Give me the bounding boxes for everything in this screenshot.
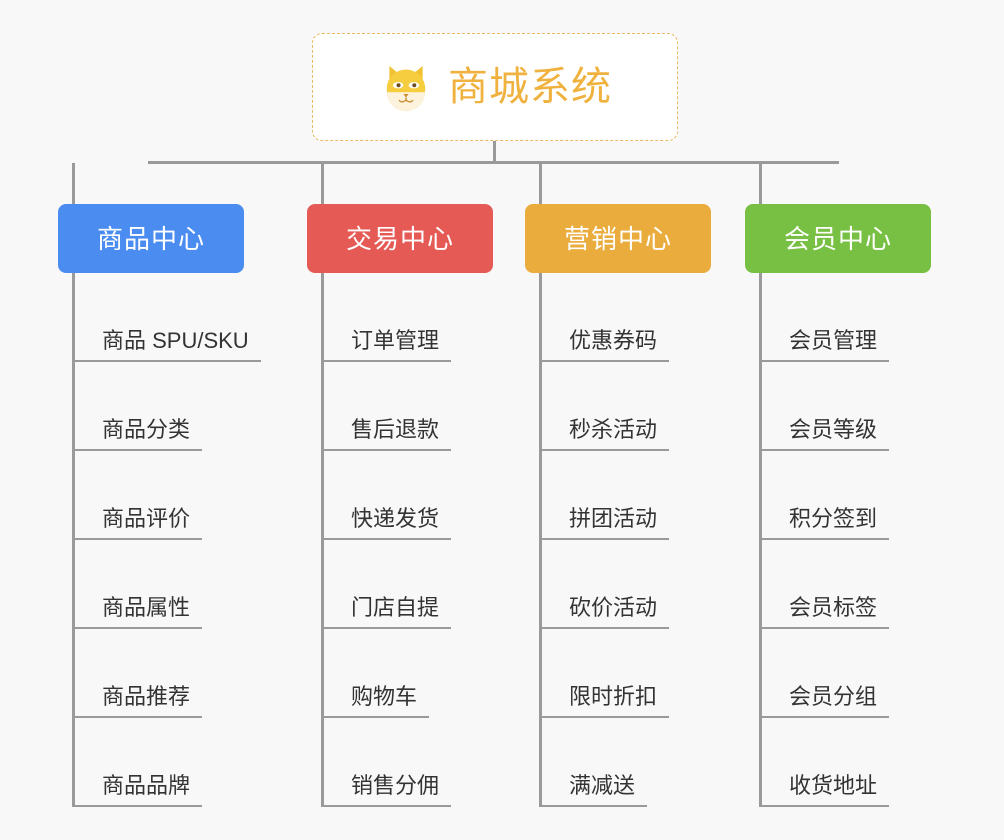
- category-label-2: 交易中心: [345, 223, 454, 254]
- leaf-underline: [539, 627, 669, 629]
- category-label-3: 营销中心: [563, 223, 672, 254]
- leaf-label: 销售分佣: [351, 773, 440, 798]
- leaf-label: 商品属性: [102, 595, 191, 620]
- leaf-label: 优惠券码: [569, 328, 658, 353]
- leaf-underline: [759, 538, 889, 540]
- leaf-label: 商品评价: [102, 506, 191, 531]
- leaf-underline: [321, 538, 451, 540]
- connector-drop-4: [759, 163, 762, 205]
- connector-spine-1: [72, 273, 75, 807]
- leaf-underline: [321, 360, 451, 362]
- leaf-label: 会员分组: [789, 684, 878, 709]
- leaf-label: 门店自提: [351, 595, 440, 620]
- leaf-label: 砍价活动: [569, 595, 658, 620]
- leaf-label: 商品推荐: [102, 684, 191, 709]
- connector-root-stem: [493, 141, 496, 163]
- leaf-underline: [321, 449, 451, 451]
- category-box-4[interactable]: 会员中心: [745, 204, 931, 273]
- connector-horizontal-bus: [148, 161, 839, 164]
- leaf-label: 商品 SPU/SKU: [102, 328, 249, 353]
- connector-drop-1: [72, 163, 75, 205]
- leaf-underline: [72, 538, 202, 540]
- leaf-underline: [759, 449, 889, 451]
- category-label-4: 会员中心: [783, 223, 892, 254]
- leaf-underline: [72, 627, 202, 629]
- leaf-underline: [759, 716, 889, 718]
- leaf-label: 会员标签: [789, 595, 878, 620]
- leaf-underline: [539, 449, 669, 451]
- leaf-label: 售后退款: [351, 417, 440, 442]
- leaf-underline: [539, 805, 647, 807]
- category-box-1[interactable]: 商品中心: [58, 204, 244, 273]
- leaf-label: 限时折扣: [569, 684, 658, 709]
- connector-drop-2: [321, 163, 324, 205]
- leaf-label: 积分签到: [789, 506, 878, 531]
- leaf-underline: [321, 716, 429, 718]
- leaf-label: 购物车: [351, 684, 418, 709]
- leaf-label: 商品品牌: [102, 773, 191, 798]
- category-box-2[interactable]: 交易中心: [307, 204, 493, 273]
- leaf-label: 快递发货: [351, 506, 440, 531]
- leaf-underline: [72, 716, 202, 718]
- connector-spine-4: [759, 273, 762, 807]
- connector-spine-2: [321, 273, 324, 807]
- category-box-3[interactable]: 营销中心: [525, 204, 711, 273]
- leaf-label: 会员等级: [789, 417, 878, 442]
- leaf-underline: [539, 716, 669, 718]
- root-node[interactable]: 商城系统: [312, 33, 678, 141]
- connector-drop-3: [539, 163, 542, 205]
- category-label-1: 商品中心: [96, 223, 205, 254]
- leaf-underline: [72, 805, 202, 807]
- shiba-dog-face-icon: [386, 66, 426, 112]
- root-title: 商城系统: [448, 65, 612, 109]
- leaf-label: 会员管理: [789, 328, 878, 353]
- leaf-label: 收货地址: [789, 773, 878, 798]
- leaf-underline: [72, 449, 202, 451]
- leaf-underline: [539, 360, 669, 362]
- leaf-underline: [759, 627, 889, 629]
- connector-spine-3: [539, 273, 542, 807]
- leaf-label: 拼团活动: [569, 506, 658, 531]
- leaf-underline: [72, 360, 261, 362]
- leaf-label: 秒杀活动: [569, 417, 658, 442]
- leaf-label: 满减送: [569, 773, 636, 798]
- leaf-label: 订单管理: [351, 328, 440, 353]
- leaf-underline: [321, 627, 451, 629]
- leaf-underline: [759, 805, 889, 807]
- leaf-underline: [539, 538, 669, 540]
- leaf-underline: [321, 805, 451, 807]
- leaf-underline: [759, 360, 889, 362]
- leaf-label: 商品分类: [102, 417, 191, 442]
